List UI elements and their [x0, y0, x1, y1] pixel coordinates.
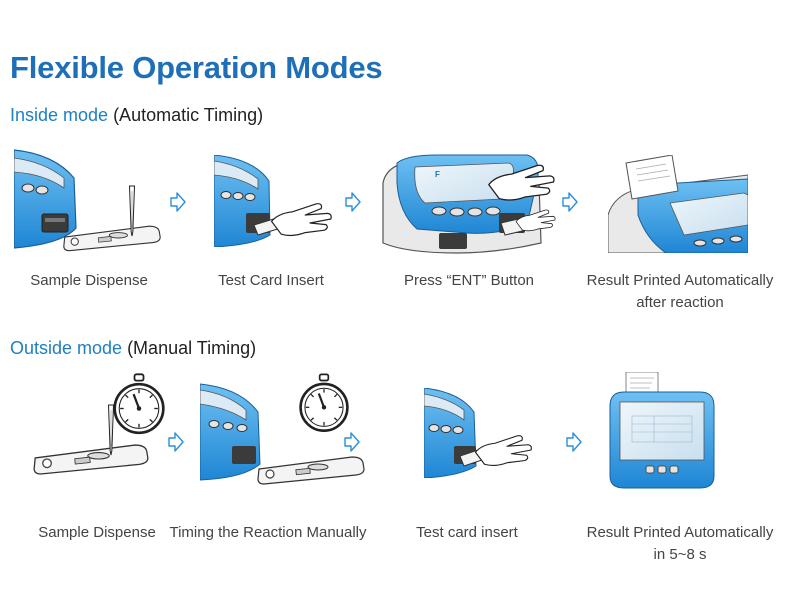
analyzer-device-icon: F	[382, 154, 542, 254]
inside-step4-caption-line1: Result Printed Automatically	[586, 272, 774, 289]
outside-step4-caption-line2: in 5~8 s	[653, 546, 707, 563]
outside-test-card-insert-illustration	[424, 388, 532, 478]
press-ent-button-illustration: F	[382, 154, 556, 254]
analyzer-device-icon	[200, 383, 261, 481]
arrow-right-icon	[566, 432, 582, 452]
inside-step4-caption-line2: after reaction	[636, 294, 724, 311]
analyzer-device-icon	[609, 391, 715, 489]
hand-icon	[271, 203, 332, 237]
outside-mode-heading: Outside mode (Manual Timing)	[10, 338, 256, 359]
analyzer-device-icon	[14, 149, 77, 249]
svg-text:F: F	[435, 170, 440, 179]
inside-step1-caption: Sample Dispense	[30, 272, 148, 289]
page-title: Flexible Operation Modes	[10, 50, 383, 85]
outside-mode-note: (Manual Timing)	[122, 338, 257, 358]
outside-step1-caption: Sample Dispense	[38, 524, 156, 541]
outside-result-printed-illustration	[609, 372, 715, 489]
outside-step2-caption: Timing the Reaction Manually	[169, 524, 367, 541]
inside-mode-label: Inside mode	[10, 105, 109, 125]
inside-step2-caption: Test Card Insert	[218, 272, 324, 289]
arrow-right-icon	[345, 192, 361, 212]
printer-paper-icon	[625, 155, 679, 200]
inside-mode-heading: Inside mode (Automatic Timing)	[10, 105, 263, 126]
analyzer-device-icon	[608, 174, 748, 253]
arrow-right-icon	[344, 432, 360, 452]
timing-reaction-illustration	[200, 373, 365, 485]
arrow-right-icon	[562, 192, 578, 212]
arrow-right-icon	[170, 192, 186, 212]
inside-step3-caption: Press “ENT” Button	[403, 272, 535, 289]
test-card-insert-illustration	[214, 155, 332, 247]
stopwatch-icon	[113, 372, 165, 435]
hand-icon	[474, 435, 532, 467]
outside-sample-dispense-illustration	[33, 372, 165, 475]
outside-mode-label: Outside mode	[10, 338, 123, 358]
inside-mode-note: (Automatic Timing)	[108, 105, 264, 125]
outside-step4-caption-line1: Result Printed Automatically	[586, 524, 774, 541]
test-card-icon	[63, 225, 161, 252]
outside-step3-caption: Test card insert	[416, 524, 518, 541]
analyzer-device-icon	[214, 155, 271, 247]
test-card-icon	[257, 456, 365, 485]
stopwatch-icon	[299, 373, 349, 433]
result-printed-illustration	[608, 155, 748, 253]
inside-step4-caption: Result Printed Automatically after react…	[580, 270, 780, 314]
arrow-right-icon	[168, 432, 184, 452]
sample-dispense-illustration	[14, 149, 161, 252]
test-card-icon	[33, 444, 149, 475]
outside-step4-caption: Result Printed Automatically in 5~8 s	[580, 522, 780, 566]
